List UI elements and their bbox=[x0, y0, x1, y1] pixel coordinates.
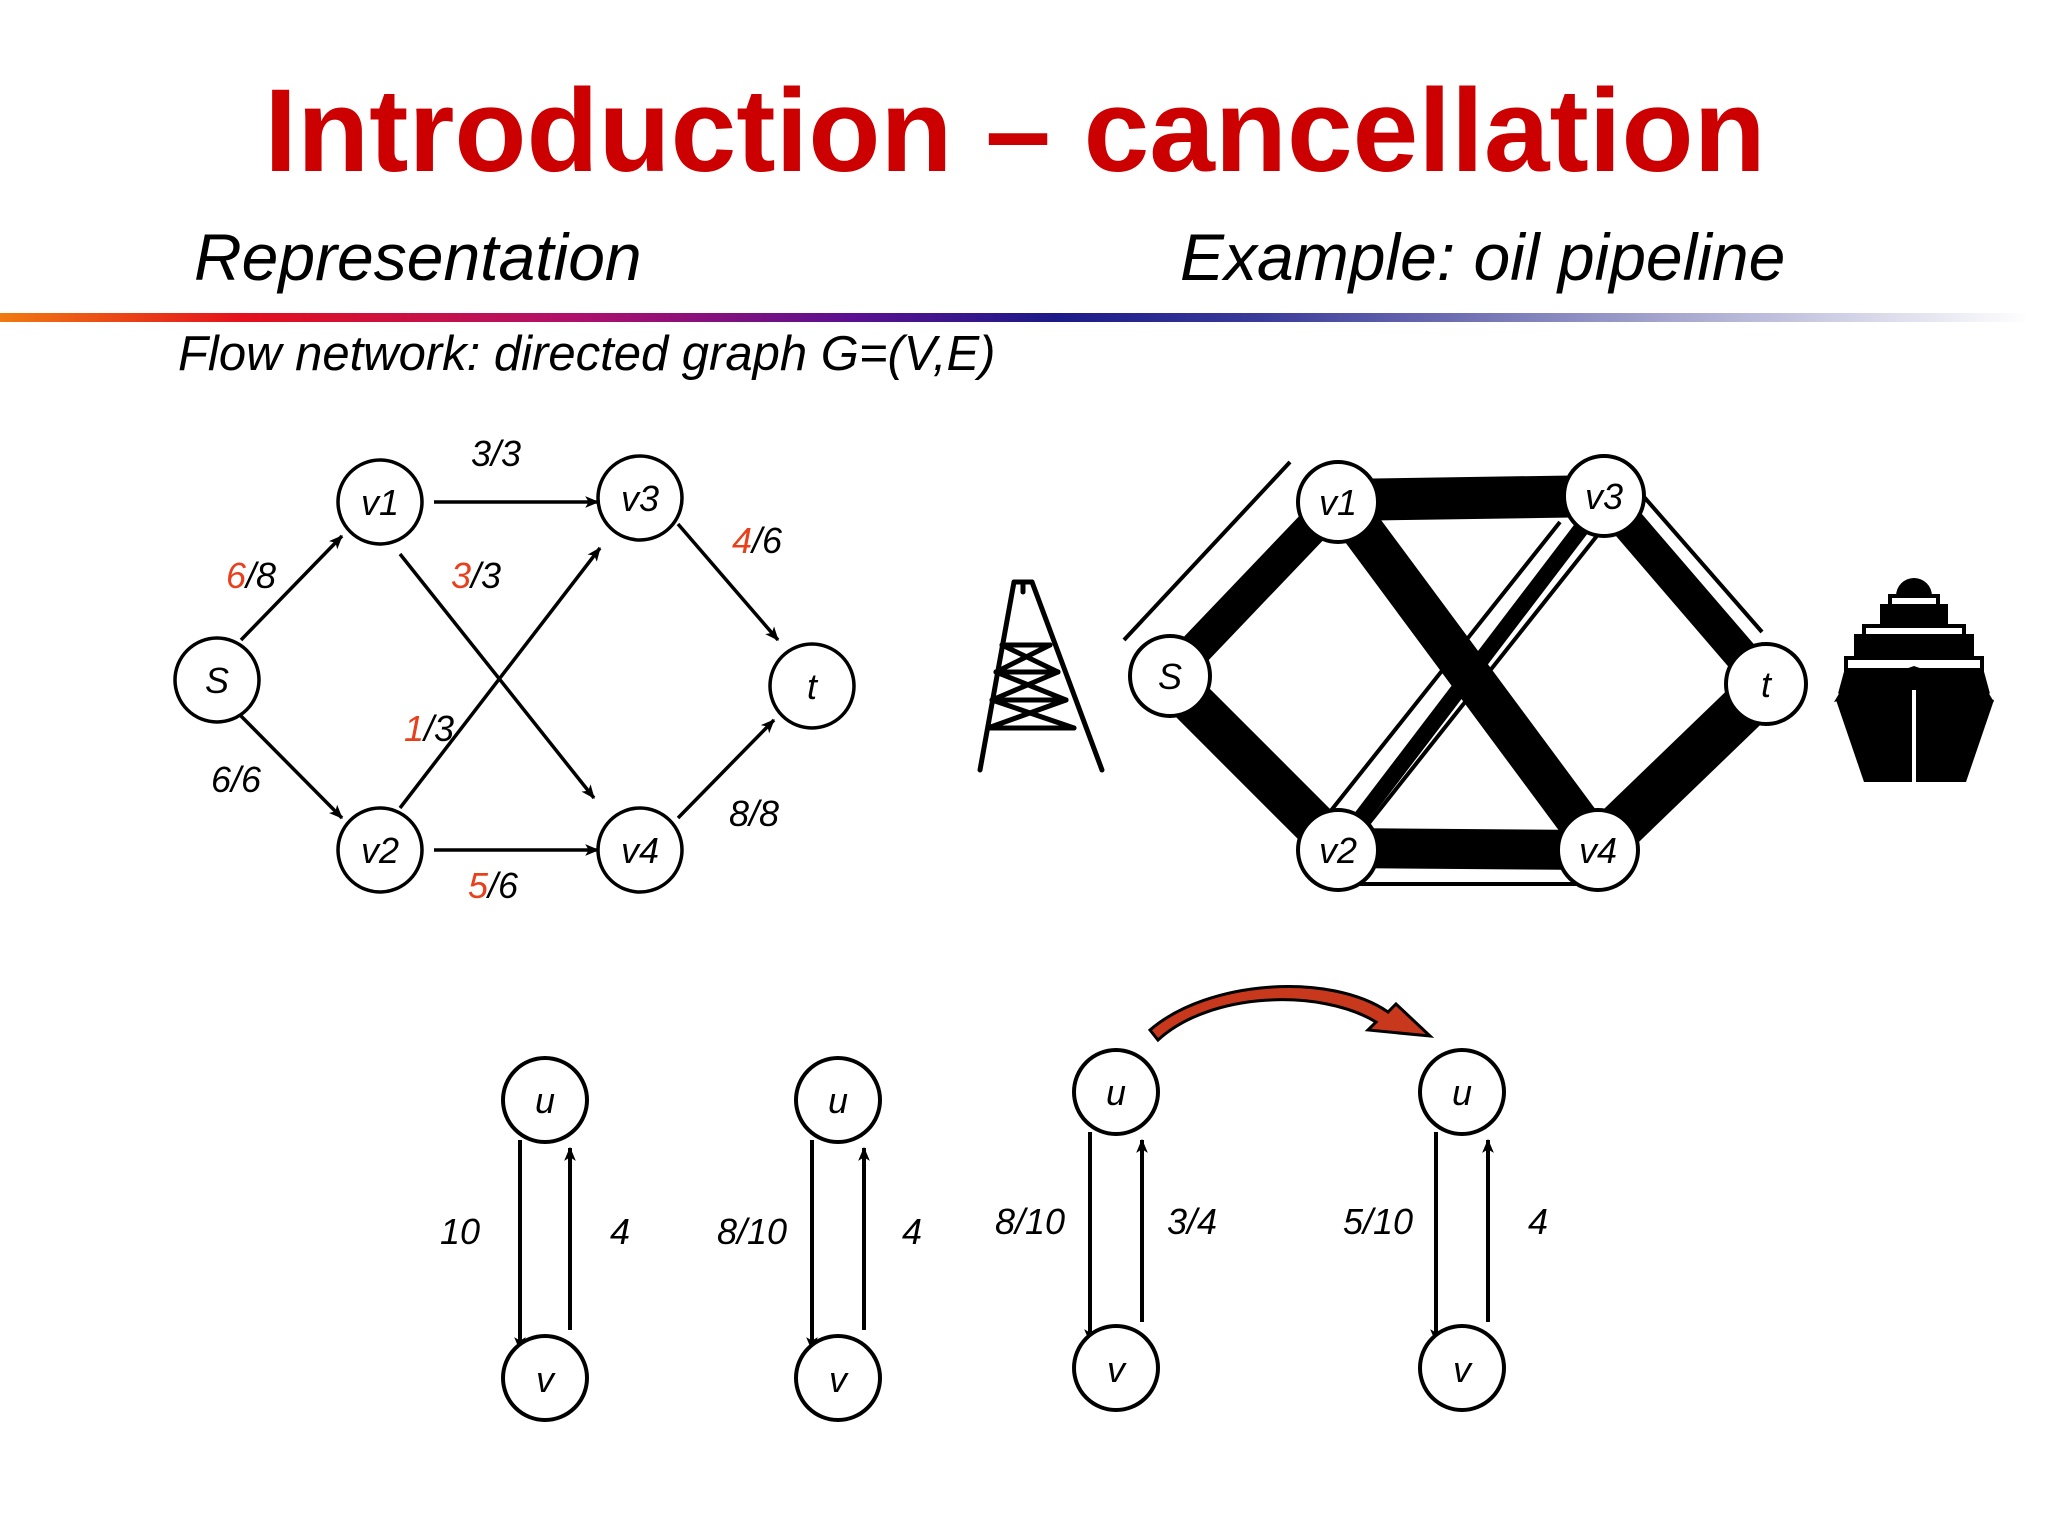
edge-label: 5/6 bbox=[468, 865, 519, 906]
node-label: v4 bbox=[621, 830, 659, 871]
node-label: u bbox=[1106, 1072, 1126, 1113]
pipeline-node-label: v1 bbox=[1319, 482, 1357, 523]
edge-label: 10 bbox=[440, 1211, 480, 1252]
flow-network bbox=[173, 454, 856, 894]
node-v4 bbox=[596, 806, 684, 894]
edge-label: 4 bbox=[1528, 1201, 1548, 1242]
pipeline-node-v2 bbox=[1296, 808, 1380, 892]
node-v1 bbox=[336, 458, 424, 546]
capacity-value: /3 bbox=[468, 555, 501, 596]
edge-label: 3/3 bbox=[471, 433, 521, 474]
node-label: v bbox=[1107, 1349, 1127, 1390]
node-label: v bbox=[829, 1359, 849, 1400]
pipeline-node-v3 bbox=[1562, 454, 1646, 538]
node-u bbox=[501, 1056, 589, 1144]
edge-v4-t bbox=[676, 718, 776, 820]
flow-value: 1 bbox=[404, 708, 424, 749]
pipe-v2-v4 bbox=[1337, 828, 1597, 870]
capacity-value: /8 bbox=[243, 555, 276, 596]
pipe-outline bbox=[1312, 520, 1562, 834]
slide-title: Introduction – cancellation bbox=[264, 65, 1766, 197]
pipeline-node-v4 bbox=[1556, 808, 1640, 892]
capacity-value: /3 bbox=[421, 708, 454, 749]
node-t bbox=[768, 642, 856, 730]
pipeline-node-label: v4 bbox=[1579, 830, 1617, 871]
pipeline-node-t bbox=[1724, 642, 1808, 726]
edge-label: 8/8 bbox=[729, 793, 779, 834]
node-v bbox=[1418, 1324, 1506, 1412]
pair-4: u v 5/10 4 bbox=[1343, 1048, 1548, 1412]
pipeline-node-label: S bbox=[1158, 656, 1182, 697]
edge-v1-v4 bbox=[398, 552, 596, 800]
edge-v2-v3 bbox=[398, 546, 602, 810]
node-label: v2 bbox=[361, 830, 399, 871]
edge-label: 4/6 bbox=[732, 520, 783, 561]
node-v bbox=[501, 1334, 589, 1422]
edge-label: 4 bbox=[902, 1211, 922, 1252]
edge-label: 6/6 bbox=[211, 759, 262, 800]
pipe-v1-v3 bbox=[1337, 475, 1605, 521]
oil-pipeline: S v1 v3 t v2 v4 bbox=[1122, 454, 1808, 892]
flow-value: 3 bbox=[451, 555, 471, 596]
edge-label: 8/10 bbox=[717, 1211, 787, 1252]
ship-icon bbox=[1834, 578, 1994, 786]
node-s bbox=[173, 636, 261, 724]
node-label: u bbox=[535, 1080, 555, 1121]
edge-v3-t bbox=[676, 522, 780, 642]
oil-derrick-icon bbox=[977, 579, 1105, 773]
capacity-value: /6 bbox=[749, 520, 783, 561]
node-u bbox=[794, 1056, 882, 1144]
pipeline-node-s bbox=[1128, 634, 1212, 718]
pair-1: u v 10 4 bbox=[440, 1056, 630, 1422]
pipeline-node-label: v3 bbox=[1585, 476, 1623, 517]
node-u bbox=[1072, 1048, 1160, 1136]
flow-value: 4 bbox=[732, 520, 752, 561]
node-v2 bbox=[336, 806, 424, 894]
flow-value: 6 bbox=[226, 555, 247, 596]
node-label: u bbox=[1452, 1072, 1472, 1113]
node-v bbox=[1072, 1324, 1160, 1412]
edge-s-v1 bbox=[239, 534, 344, 642]
flow-network-edge-labels: 3/3 6/8 3/3 4/6 1/3 6/6 8/8 5/6 bbox=[211, 433, 783, 906]
node-v bbox=[794, 1334, 882, 1422]
pair-2: u v 8/10 4 bbox=[717, 1056, 922, 1422]
pipe-v2-v3 bbox=[1331, 499, 1607, 853]
node-v3 bbox=[596, 454, 684, 542]
pair-3: u v 8/10 3/4 bbox=[995, 1048, 1217, 1412]
edge-label: 1/3 bbox=[404, 708, 454, 749]
gradient-divider bbox=[0, 313, 2030, 322]
curved-arrow-icon bbox=[1147, 985, 1435, 1043]
node-label: t bbox=[807, 666, 819, 707]
flow-network-node-labels: S v1 v3 t v2 v4 bbox=[205, 478, 819, 871]
edge-label: 6/8 bbox=[226, 555, 276, 596]
node-label: v1 bbox=[361, 482, 399, 523]
edge-label: 5/10 bbox=[1343, 1201, 1413, 1242]
edge-label: 8/10 bbox=[995, 1201, 1065, 1242]
node-label: v bbox=[536, 1359, 556, 1400]
pipeline-node-label: v2 bbox=[1319, 830, 1357, 871]
subtitle-representation: Representation bbox=[194, 220, 642, 294]
node-label: S bbox=[205, 660, 229, 701]
pipe-outline bbox=[1122, 460, 1292, 642]
node-label: v bbox=[1453, 1349, 1473, 1390]
pipeline-node-label: t bbox=[1761, 664, 1773, 705]
node-u bbox=[1418, 1048, 1506, 1136]
caption-flow-network: Flow network: directed graph G=(V,E) bbox=[178, 327, 996, 381]
edge-s-v2 bbox=[239, 714, 344, 820]
edge-label: 4 bbox=[610, 1211, 630, 1252]
subtitle-example: Example: oil pipeline bbox=[1180, 220, 1786, 294]
node-label: v3 bbox=[621, 478, 659, 519]
pipeline-node-v1 bbox=[1296, 460, 1380, 544]
node-label: u bbox=[828, 1080, 848, 1121]
capacity-value: /6 bbox=[485, 865, 519, 906]
edge-label: 3/3 bbox=[451, 555, 501, 596]
edge-label: 3/4 bbox=[1167, 1201, 1217, 1242]
flow-value: 5 bbox=[468, 865, 489, 906]
